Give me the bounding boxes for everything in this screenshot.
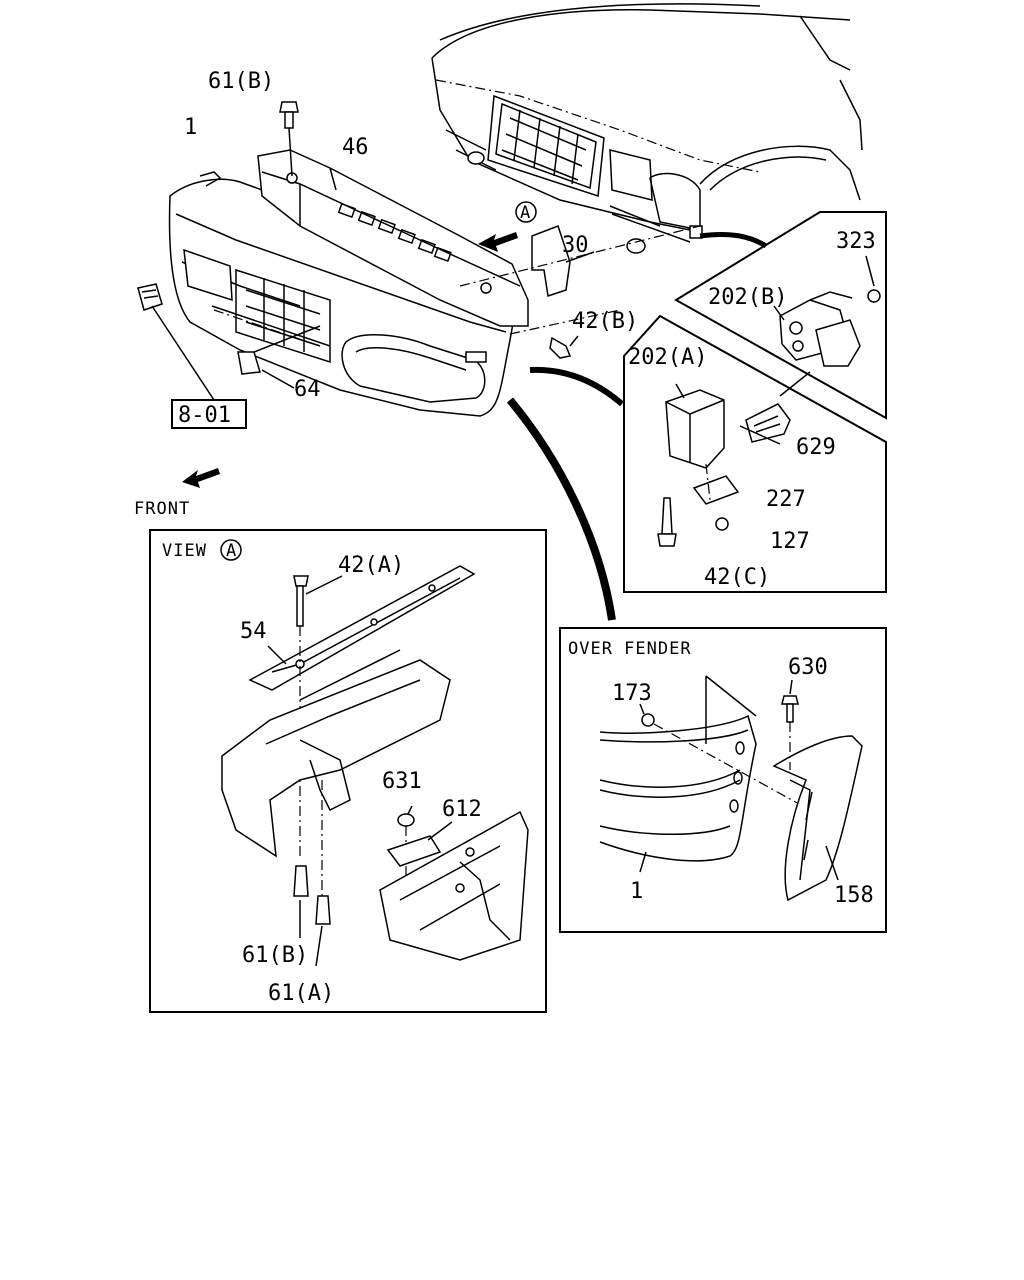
callout-61b-view: 61(B) [242,943,308,968]
callout-54: 54 [240,619,267,644]
panel-202b-frame [674,211,887,420]
direction-arrow-a [478,232,518,252]
bracket-30 [531,225,595,297]
clip-parts [137,283,321,401]
nut-323 [867,289,881,303]
callout-42c: 42(C) [704,565,770,590]
callout-323: 323 [836,229,876,254]
panel-202a-frame [623,314,887,593]
callout-202b: 202(B) [708,285,787,310]
bolt-61b-top [279,101,299,177]
reinforcement-slots [337,202,452,263]
callout-629: 629 [796,435,836,460]
view-a-title: VIEW [162,541,207,561]
callout-612: 612 [442,797,482,822]
callout-view-a-marker: A [520,203,531,223]
callout-202a: 202(A) [628,345,707,370]
view-a-illustration [221,565,529,967]
callout-1-main: 1 [184,115,197,140]
bracket-202a [657,383,791,547]
vehicle-front-illustration [431,3,863,254]
grille-pattern [501,109,587,185]
callout-42b: 42(B) [572,309,638,334]
view-a-frame [149,529,547,1013]
callout-1-fender: 1 [630,879,643,904]
front-direction-arrow [182,468,220,488]
over-fender-illustration [599,675,863,902]
callout-42a: 42(A) [338,553,404,578]
front-label: FRONT [134,499,190,519]
bumper-assembly [168,171,521,417]
callout-46: 46 [342,135,369,160]
view-a-title-marker-circle [220,539,242,561]
callout-61b-top: 61(B) [208,69,274,94]
view-a-title-marker: A [226,541,237,561]
callout-64: 64 [294,377,321,402]
callout-630: 630 [788,655,828,680]
view-a-marker-circle [515,201,537,223]
callout-127: 127 [770,529,810,554]
callout-arrows [506,231,768,621]
callout-30: 30 [562,233,589,258]
callout-61a-view: 61(A) [268,981,334,1006]
callout-173: 173 [612,681,652,706]
ref-801-box [171,399,247,429]
over-fender-frame [559,627,887,933]
callout-227: 227 [766,487,806,512]
bracket-202b [779,291,861,367]
reinforcement-bar-46 [257,149,529,327]
callout-ref-801: 8-01 [178,403,231,428]
callout-631: 631 [382,769,422,794]
over-fender-title: OVER FENDER [568,639,692,659]
callout-158: 158 [834,883,874,908]
bolt-42b [549,335,579,359]
